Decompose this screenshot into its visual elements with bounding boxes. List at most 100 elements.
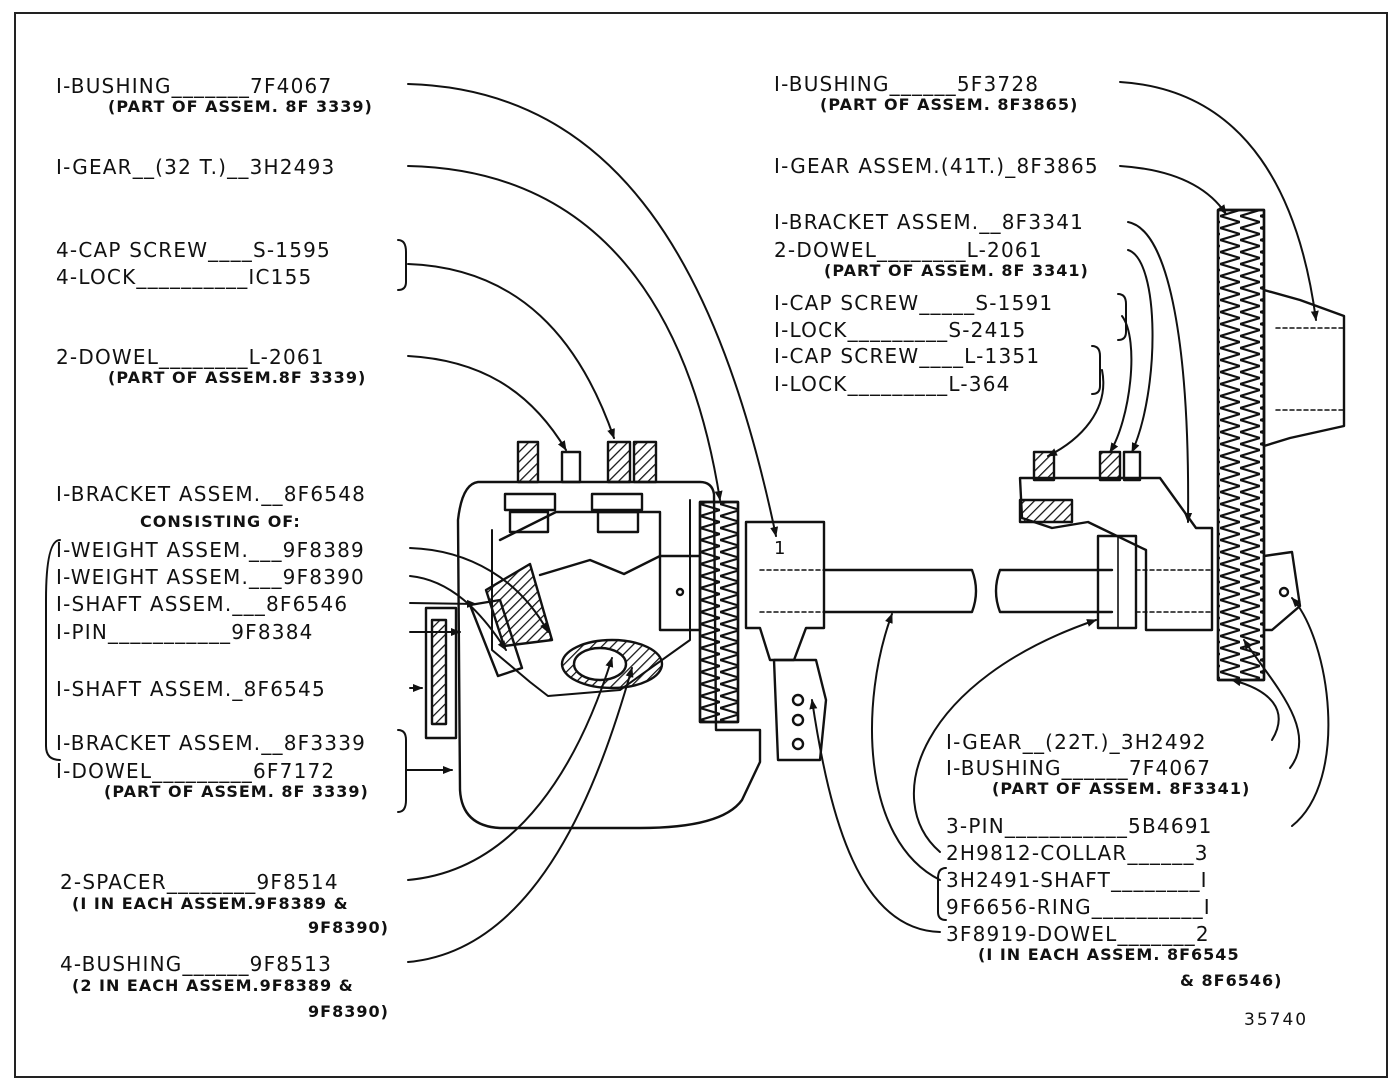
label-spacer-note-2: 9F8390) xyxy=(308,918,389,937)
gear-hub xyxy=(658,554,702,632)
shaft-right-segment xyxy=(994,568,1114,614)
leader-spacer-9f8514 xyxy=(407,657,614,881)
figure-frame xyxy=(14,12,1388,1078)
leader-gear-3h2492 xyxy=(1231,678,1280,741)
label-left-capscrew-s1595: 4-CAP SCREW____S-1595 xyxy=(56,238,331,262)
bracket-brace-capscrew xyxy=(397,239,407,291)
label-spacer-9f8514: 2-SPACER________9F8514 xyxy=(60,870,339,894)
label-collar-2h9812: 2H9812-COLLAR______3 xyxy=(946,841,1209,865)
right-gear-assembly xyxy=(994,208,1346,682)
label-right-capscrew-l1351: I-CAP SCREW____L-1351 xyxy=(774,344,1041,368)
leader-bracket-8f3341 xyxy=(1127,221,1193,523)
label-pin-9f8384: I-PIN___________9F8384 xyxy=(56,620,314,644)
bracket-brace-r2 xyxy=(1091,345,1101,395)
left-leader-lines xyxy=(45,83,779,963)
leader-weight-9f8389 xyxy=(409,547,549,633)
weight-assembly-hatched xyxy=(484,562,554,648)
small-hub-right xyxy=(1262,550,1302,632)
left-governor-assembly xyxy=(424,440,978,830)
lock-plate-1 xyxy=(503,492,557,512)
cutaway-edge xyxy=(498,510,662,577)
right-leader-lines xyxy=(809,81,1330,933)
label-left-gear-3h2493: I-GEAR__(32 T.)__3H2493 xyxy=(56,155,336,179)
gear-32t xyxy=(698,500,740,724)
label-ring-9f6656: 9F6656-RING__________I xyxy=(946,895,1211,919)
label-right-gear-8f3865: I-GEAR ASSEM.(41T.)_8F3865 xyxy=(774,154,1099,178)
label-shaft-8f6545: I-SHAFT ASSEM._8F6545 xyxy=(56,677,326,701)
label-bracket-8f3339: I-BRACKET ASSEM.__8F3339 xyxy=(56,731,367,755)
dowel-top xyxy=(560,450,582,484)
label-right-bracket-8f3341: I-BRACKET ASSEM.__8F3341 xyxy=(774,210,1085,234)
label-bushing-note-2: 9F8390) xyxy=(308,1002,389,1021)
label-right-gear-3h2492: I-GEAR__(22T.)_3H2492 xyxy=(946,730,1207,754)
label-right-bushing-5f3728: I-BUSHING______5F3728 xyxy=(774,72,1040,96)
label-dowel-3f8919-note-1: (I IN EACH ASSEM. 8F6545 xyxy=(978,945,1240,964)
leader-capscrew-s1591 xyxy=(1109,315,1133,453)
label-consisting-of: CONSISTING OF: xyxy=(140,512,301,531)
label-dowel-6f7172-note: (PART OF ASSEM. 8F 3339) xyxy=(104,782,369,801)
leader-bushing-r-7f4067 xyxy=(1243,639,1301,769)
lock-plate-2 xyxy=(590,492,644,512)
callout-number-1: 1 xyxy=(774,538,787,559)
label-dowel-3f8919: 3F8919-DOWEL_______2 xyxy=(946,922,1210,946)
label-weight-9f8390: I-WEIGHT ASSEM.___9F8390 xyxy=(56,565,365,589)
label-right-bushing-7f4067-note: (PART OF ASSEM. 8F3341) xyxy=(992,779,1251,798)
shaft-left-segment xyxy=(822,568,978,614)
leader-dowel-r xyxy=(1127,249,1154,453)
leader-weight-9f8390 xyxy=(409,575,507,651)
gear-41t xyxy=(1216,208,1266,682)
shaft-stub xyxy=(424,606,458,740)
cap-screw-3 xyxy=(632,440,658,484)
leader-dowel-l2061 xyxy=(407,355,567,451)
cap-screw-2 xyxy=(606,440,632,484)
label-shaft-3h2491: 3H2491-SHAFT________I xyxy=(946,868,1208,892)
leader-pin-5b4691 xyxy=(1291,597,1330,827)
label-bracket-8f6548: I-BRACKET ASSEM.__8F6548 xyxy=(56,482,367,506)
label-weight-9f8389: I-WEIGHT ASSEM.___9F8389 xyxy=(56,538,365,562)
right-bracket-body xyxy=(1018,476,1214,632)
bracket-brace-left xyxy=(45,539,61,761)
label-left-dowel-l2061-note: (PART OF ASSEM.8F 3339) xyxy=(108,368,367,387)
bracket-brace-r1 xyxy=(1117,293,1127,341)
label-right-lock-s2415: I-LOCK_________S-2415 xyxy=(774,318,1027,342)
label-right-dowel-l2061: 2-DOWEL________L-2061 xyxy=(774,238,1043,262)
label-dowel-6f7172: I-DOWEL_________6F7172 xyxy=(56,759,336,783)
label-spacer-note-1: (I IN EACH ASSEM.9F8389 & xyxy=(72,894,349,913)
left-bracket-body xyxy=(456,480,762,830)
leader-shaft xyxy=(871,613,941,881)
leader-gear-8f3865 xyxy=(1119,165,1227,215)
lower-collar-bracket xyxy=(772,658,828,762)
label-shaft-8f6546: I-SHAFT ASSEM.___8F6546 xyxy=(56,592,349,616)
label-left-lock-1c155: 4-LOCK__________IC155 xyxy=(56,265,313,289)
label-pin-5b4691: 3-PIN___________5B4691 xyxy=(946,814,1213,838)
leader-shaft-8f6546 xyxy=(409,599,477,608)
right-cap-screw-2 xyxy=(1098,450,1122,482)
label-right-bushing-7f4067: I-BUSHING______7F4067 xyxy=(946,756,1212,780)
leader-capscrew xyxy=(407,263,615,439)
right-dowel xyxy=(1122,450,1142,482)
label-left-bushing-7f4067: I-BUSHING_______7F4067 xyxy=(56,74,333,98)
figure-number: 35740 xyxy=(1244,1010,1309,1030)
bracket-brace-dowel xyxy=(397,729,407,813)
leader-gear-3h2493 xyxy=(407,165,723,501)
leader-dowel-3f8919 xyxy=(809,699,941,933)
label-left-bushing-7f4067-note: (PART OF ASSEM. 8F 3339) xyxy=(108,97,373,116)
leader-bushing-9f8513 xyxy=(407,667,634,963)
label-left-dowel-l2061: 2-DOWEL________L-2061 xyxy=(56,345,325,369)
label-bushing-9f8513: 4-BUSHING______9F8513 xyxy=(60,952,333,976)
bracket-brace-shaft-ring xyxy=(937,867,947,921)
label-right-dowel-l2061-note: (PART OF ASSEM. 8F 3341) xyxy=(824,261,1089,280)
label-bushing-note-1: (2 IN EACH ASSEM.9F8389 & xyxy=(72,976,354,995)
gear-hub-right xyxy=(1262,288,1346,448)
cap-screw-1 xyxy=(516,440,540,484)
label-right-bushing-5f3728-note: (PART OF ASSEM. 8F3865) xyxy=(820,95,1079,114)
leader-collar xyxy=(912,619,1097,853)
leader-bushing-7f4067 xyxy=(407,83,779,537)
label-right-capscrew-s1591: I-CAP SCREW_____S-1591 xyxy=(774,291,1054,315)
right-cap-screw-1 xyxy=(1032,450,1056,482)
right-collar xyxy=(1096,534,1138,630)
leader-capscrew-l1351 xyxy=(1047,369,1105,457)
leader-bushing-5f3728 xyxy=(1119,81,1319,321)
label-right-lock-l364: I-LOCK_________L-364 xyxy=(774,372,1011,396)
